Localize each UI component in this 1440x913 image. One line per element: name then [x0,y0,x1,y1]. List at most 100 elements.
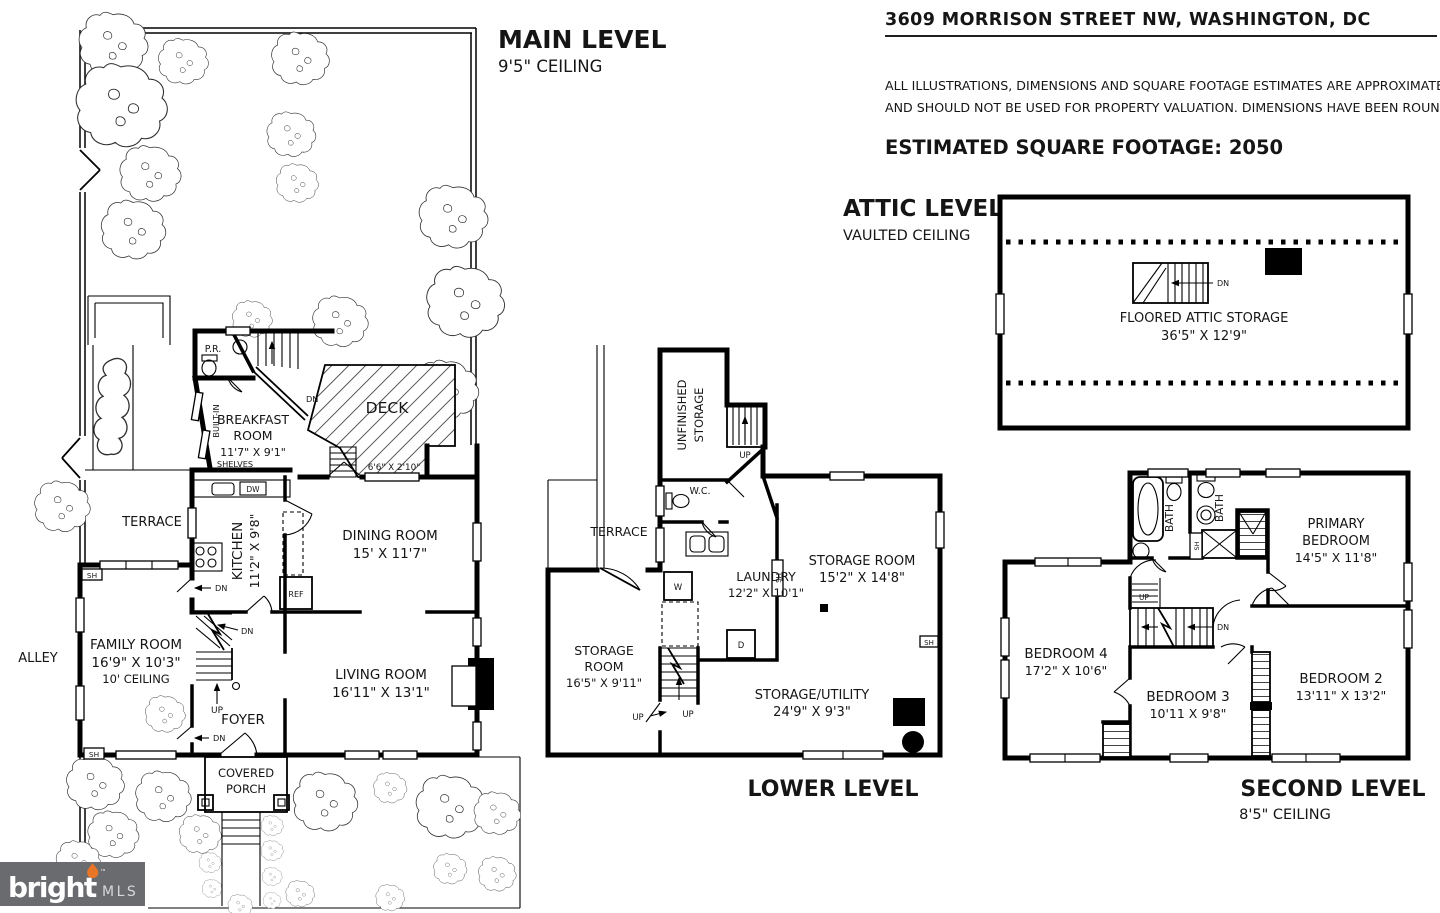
deck [252,364,456,478]
tree-icon [100,199,167,260]
dn-tag: DN [215,583,227,593]
window [1000,659,1010,699]
interior-walls [658,447,780,757]
up-tag: UP [211,706,224,716]
bush-icon [260,815,284,836]
staircase [1129,559,1214,648]
refrigerator [279,576,313,610]
room-dims-storage-main: 15'2" X 14'8" [819,571,905,586]
room-label-unfinished-1: UNFINISHED [675,379,689,450]
window [1403,562,1413,602]
front-walk [221,845,261,906]
dn-tag: DN [213,733,225,743]
room-dims-living: 16'11" X 13'1" [332,685,430,701]
room-label-dining: DINING ROOM [342,528,438,544]
washer-tag: W [674,583,683,593]
up-tag: UP [632,713,643,723]
window [1000,617,1010,657]
trees [34,11,521,913]
tree-icon [292,771,359,832]
window [197,429,211,460]
window [115,750,177,760]
second-level-title: SECOND LEVEL [1240,777,1425,802]
room-label-bedroom4: BEDROOM 4 [1024,646,1107,662]
laundry-fixtures: W D [661,531,756,659]
sh-marker [1189,532,1203,560]
stair-break-line [1157,607,1175,648]
attic-level-subtitle: VAULTED CEILING [843,228,970,244]
room-label-family: FAMILY ROOM [90,637,182,653]
room-label-kitchen: KITCHEN [230,522,246,581]
window [935,511,945,549]
deck-steps-dims: 6'6" X 2'10" [368,463,421,473]
main-level-plan: MAIN LEVEL 9'5" CEILING [18,11,667,913]
toilet-icon [665,492,673,510]
toilet-icon [201,354,218,377]
room-dims-dining: 15' X 11'7" [353,546,427,562]
room-label-unfinished-2: STORAGE [692,388,706,443]
room-label-primary-1: PRIMARY [1308,517,1365,532]
shelf-markers: SH SH [771,559,939,648]
dn-tag: DN [241,626,253,636]
logo-tm: ™ [100,868,107,876]
room-note-family: 10' CEILING [102,672,169,686]
shelves-tag: SHELVES [217,459,253,469]
window [364,472,420,482]
sh-tag: SH [89,750,99,759]
room-label-living: LIVING ROOM [335,667,427,683]
stair-break-line [207,613,225,651]
room-label-storage-main: STORAGE ROOM [809,554,916,569]
window [1265,468,1301,478]
attic-flight [1132,578,1161,608]
room-label-powder: P.R. [205,344,222,355]
window [655,527,665,563]
room-label-deck: DECK [366,399,410,417]
room-label-wc: W.C. [690,486,711,497]
doors [645,479,745,723]
disclaimer-line1: ALL ILLUSTRATIONS, DIMENSIONS AND SQUARE… [885,78,1440,93]
up-tag: UP [682,710,693,720]
toilet-icon [672,493,690,509]
hedge-icon [93,357,132,456]
tree-icon [271,31,330,86]
room-label-foyer: FOYER [221,712,265,728]
second-level-subtitle: 8'5" CEILING [1239,807,1331,823]
porch-steps [221,812,261,845]
room-label-breakfast-2: ROOM [233,428,272,443]
bush-icon [202,879,223,898]
tree-icon [473,791,521,835]
dashed-area [661,601,699,647]
tree-icon [119,145,182,202]
windows [1000,468,1413,763]
porch-column [197,794,214,811]
up-tag: UP [1139,593,1149,602]
stair-break-line [667,647,685,685]
logo-brand: bright [8,871,97,904]
window [99,560,179,570]
second-level-plan: SH PRIMARY BEDROOM 14'5" X 11'8" BEDROOM… [1000,468,1426,823]
room-label-breakfast-1: BREAKFAST [217,412,289,427]
room-dims-storage-small: 16'5" X 9'11" [566,676,642,690]
room-dims-family: 16'9" X 10'3" [91,655,180,671]
gate-marks [61,149,101,479]
tree-icon [275,163,319,203]
room-dims-bedroom2: 13'11" X 13'2" [1296,688,1387,703]
sh-tag: SH [924,639,934,647]
window [472,721,482,751]
flame-icon [87,863,99,878]
attic-level-plan: ATTIC LEVEL VAULTED CEILING DN FLOORED A… [843,194,1413,431]
room-dims-attic-storage: 36'5" X 12'9" [1161,329,1247,344]
closet [1102,723,1131,758]
area-label-terrace: TERRACE [121,515,182,530]
stove-icon [191,542,223,572]
deck-rail [252,366,309,421]
room-dims-kitchen: 11'2" X 9'8" [247,514,262,589]
pantry [282,511,304,576]
header: 3609 MORRISON STREET NW, WASHINGTON, DC … [885,10,1440,159]
fireplace [451,658,494,710]
room-dims-bedroom3: 10'11 X 9'8" [1150,706,1227,721]
room-label-porch-1: COVERED [218,766,274,780]
bush-icon [263,892,282,909]
tree-icon [426,265,505,338]
